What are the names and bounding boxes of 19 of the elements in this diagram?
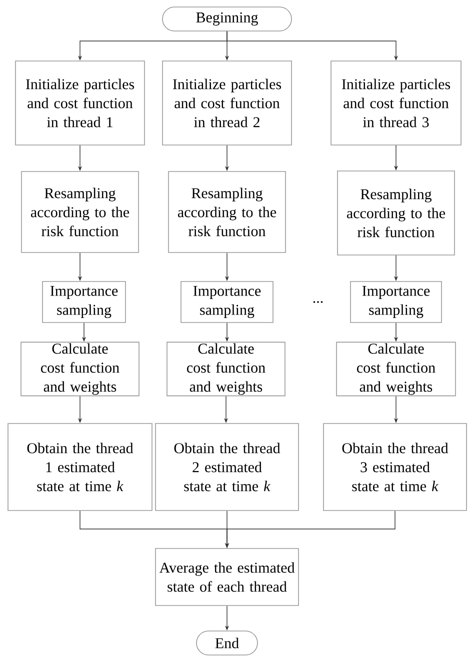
process-box: Initialize particles and cost function in thread 3 (330, 60, 462, 146)
process-box: Initialize particles and cost function in thread 1 (15, 60, 145, 146)
process-box: Calculate cost function and weights (336, 342, 456, 396)
process-box: Obtain the thread 2 estimated state at time k (155, 423, 299, 511)
process-box: Resampling according to the risk function (168, 171, 286, 253)
terminal-box: End (196, 630, 258, 656)
process-box: Average the estimated state of each thread (155, 548, 299, 606)
process-box: Resampling according to the risk function (21, 171, 139, 253)
process-box: Importance sampling (42, 281, 126, 323)
process-box: Importance sampling (180, 281, 274, 323)
process-box: Initialize particles and cost function in thread 2 (162, 60, 292, 146)
terminal-box: Beginning (162, 6, 292, 32)
process-box: Resampling according to the risk function (337, 170, 455, 256)
process-box: Obtain the thread 3 estimated state at time k (323, 423, 467, 511)
process-box: Obtain the thread 1 estimated state at time k (8, 423, 152, 511)
process-box: Importance sampling (350, 281, 442, 323)
process-box: Calculate cost function and weights (20, 342, 140, 396)
ellipsis: ... (313, 301, 323, 303)
process-box: Calculate cost function and weights (166, 342, 286, 396)
